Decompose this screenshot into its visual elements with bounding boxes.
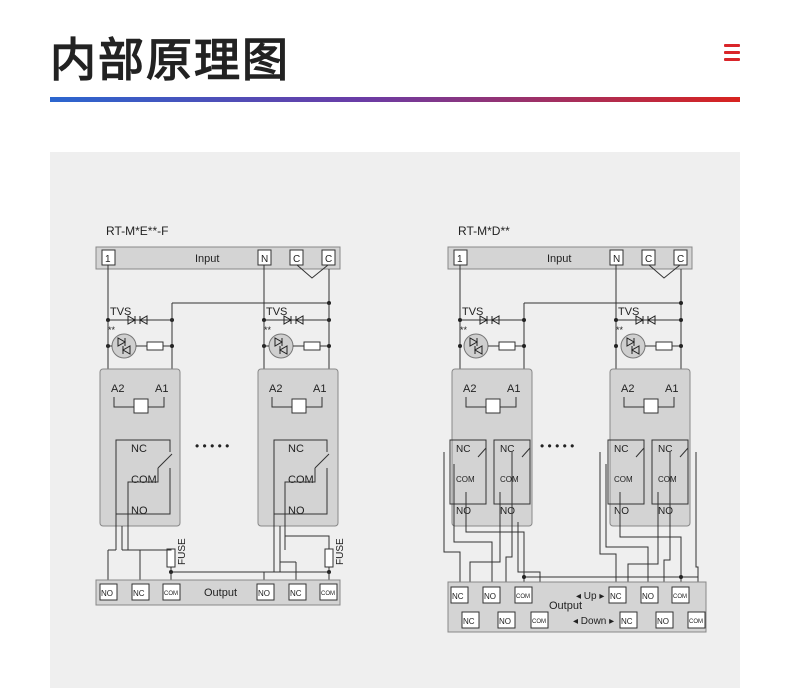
left-contact-com-2: COM	[288, 474, 314, 486]
right-contact-no-2b: NO	[658, 506, 673, 517]
right-tvs-label-1: TVS	[462, 306, 483, 318]
left-contact-com-1: COM	[131, 474, 157, 486]
right-top-com-2: COM	[673, 594, 687, 600]
diagram-panel: RT-M*E**-F 1 Input N C C TVS **	[50, 152, 740, 688]
left-out-nc-2: NC	[290, 589, 302, 598]
right-output-label: Output	[549, 600, 582, 612]
right-contact-nc-2b: NC	[658, 444, 672, 455]
left-coil-a1-1: A1	[155, 383, 168, 395]
right-terminal-1: 1	[457, 254, 463, 265]
right-output-bottom-row: NC NO COM NC NO COM	[461, 611, 706, 629]
left-ellipsis: • • • • •	[195, 439, 229, 453]
right-coil-a1-1: A1	[507, 383, 520, 395]
left-relay-module-2	[257, 368, 339, 527]
right-top-no-1: NO	[484, 592, 496, 601]
right-terminal-c1: C	[645, 254, 652, 265]
right-coil-a1-2: A1	[665, 383, 678, 395]
left-coil-a2-1: A2	[111, 383, 124, 395]
left-coil-a2-2: A2	[269, 383, 282, 395]
right-contact-no-2a: NO	[614, 506, 629, 517]
left-fuse-2	[324, 548, 334, 568]
right-terminal-n: N	[613, 254, 620, 265]
right-down-label: ◂ Down ▸	[573, 616, 614, 627]
right-output-top-row: NC NO COM NC NO COM	[450, 586, 690, 604]
right-top-nc-2: NC	[610, 592, 622, 601]
right-contact-nc-1a: NC	[456, 444, 470, 455]
right-led-mark-2: **	[616, 325, 624, 335]
left-model-label: RT-M*E**-F	[106, 224, 168, 238]
page-title: 内部原理图	[50, 33, 290, 87]
right-terminal-c2: C	[677, 254, 684, 265]
left-input-strip	[95, 246, 341, 270]
left-out-no-2: NO	[258, 589, 270, 598]
right-contact-no-1a: NO	[456, 506, 471, 517]
left-out-nc-1: NC	[133, 589, 145, 598]
left-terminal-c1: C	[293, 254, 300, 265]
right-diagram: RT-M*D** 1 Input N C C TVS ** A2 A1	[443, 224, 707, 633]
right-input-label: Input	[547, 253, 571, 265]
left-fuse-label-1: FUSE	[177, 538, 188, 565]
left-contact-nc-2: NC	[288, 443, 304, 455]
right-model-label: RT-M*D**	[458, 224, 510, 238]
left-terminal-1: 1	[105, 254, 111, 265]
right-bottom-nc-2: NC	[621, 617, 633, 626]
right-bottom-com-1: COM	[532, 619, 546, 625]
right-tvs-label-2: TVS	[618, 306, 639, 318]
left-relay-module-1	[99, 368, 181, 527]
left-out-no-1: NO	[101, 589, 113, 598]
right-up-label: ◂ Up ▸	[576, 591, 604, 602]
right-bottom-nc-1: NC	[463, 617, 475, 626]
right-input-strip	[447, 246, 693, 270]
left-contact-no-1: NO	[131, 505, 148, 517]
left-tvs-label-2: TVS	[266, 306, 287, 318]
right-contact-nc-1b: NC	[500, 444, 514, 455]
left-led-mark-1: **	[108, 325, 116, 335]
right-bottom-no-1: NO	[499, 617, 511, 626]
left-led-mark-2: **	[264, 325, 272, 335]
left-input-label: Input	[195, 253, 219, 265]
left-out-com-1: COM	[164, 591, 178, 597]
left-contact-nc-1: NC	[131, 443, 147, 455]
right-bottom-com-2: COM	[689, 619, 703, 625]
right-contact-com-1b: COM	[500, 475, 519, 484]
circuit-diagrams: RT-M*E**-F 1 Input N C C TVS **	[95, 224, 707, 633]
left-fuse-label-2: FUSE	[335, 538, 346, 565]
right-contact-com-1a: COM	[456, 475, 475, 484]
right-top-nc-1: NC	[452, 592, 464, 601]
right-coil-a2-1: A2	[463, 383, 476, 395]
right-contact-com-2a: COM	[614, 475, 633, 484]
left-output-label: Output	[204, 587, 237, 599]
right-led-mark-1: **	[460, 325, 468, 335]
left-terminal-c2: C	[325, 254, 332, 265]
left-coil-a1-2: A1	[313, 383, 326, 395]
left-out-com-2: COM	[321, 591, 335, 597]
left-terminal-n: N	[261, 254, 268, 265]
left-fuse-1	[166, 548, 176, 568]
right-coil-a2-2: A2	[621, 383, 634, 395]
right-ellipsis: • • • • •	[540, 439, 574, 453]
right-bottom-no-2: NO	[657, 617, 669, 626]
right-top-no-2: NO	[642, 592, 654, 601]
hamburger-menu-icon[interactable]	[724, 44, 740, 65]
right-top-com-1: COM	[516, 594, 530, 600]
left-contact-no-2: NO	[288, 505, 305, 517]
title-underline	[50, 97, 740, 102]
right-contact-com-2b: COM	[658, 475, 677, 484]
right-contact-no-1b: NO	[500, 506, 515, 517]
left-diagram: RT-M*E**-F 1 Input N C C TVS **	[95, 224, 346, 606]
right-contact-nc-2a: NC	[614, 444, 628, 455]
left-tvs-label-1: TVS	[110, 306, 131, 318]
